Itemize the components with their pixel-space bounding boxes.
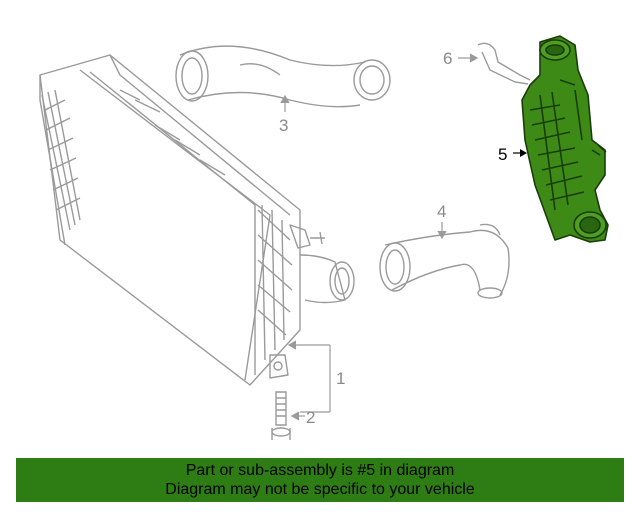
callout-3: 3 bbox=[279, 116, 288, 135]
air-duct-part-5[interactable] bbox=[521, 35, 609, 243]
callout-5: 5 bbox=[498, 145, 507, 164]
banner-line-disclaimer: Diagram may not be specific to your vehi… bbox=[165, 481, 475, 498]
callout-4: 4 bbox=[437, 202, 446, 221]
bolt-part-2[interactable] bbox=[271, 391, 291, 440]
hose-part-3[interactable] bbox=[175, 45, 391, 108]
banner-line-part: Part or sub-assembly is #5 in diagram bbox=[185, 462, 455, 479]
clip-part-6[interactable] bbox=[477, 42, 531, 85]
parts-diagram: 1 2 3 4 5 6 bbox=[39, 35, 609, 440]
callout-6: 6 bbox=[443, 49, 452, 68]
info-banner: Part or sub-assembly is #5 in diagram Di… bbox=[16, 458, 624, 502]
leader-lines bbox=[280, 53, 479, 421]
hose-part-4[interactable] bbox=[379, 223, 510, 299]
intercooler-part-1[interactable] bbox=[39, 54, 355, 386]
callout-1: 1 bbox=[336, 369, 345, 388]
leader-line-5 bbox=[513, 149, 527, 157]
callout-2: 2 bbox=[306, 408, 315, 427]
